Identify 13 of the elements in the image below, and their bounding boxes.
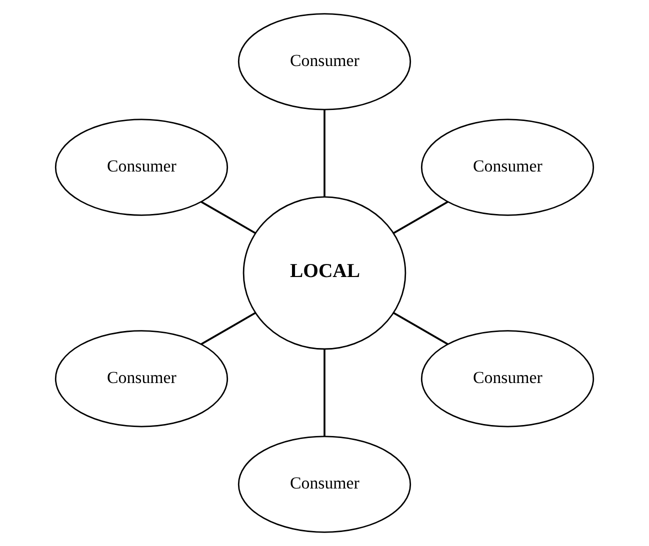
node-ellipse: Consumer [238,436,412,533]
node-ellipse: Consumer [420,330,594,428]
node-ellipse: Consumer [54,118,228,216]
node-ellipse: Consumer [420,118,594,216]
connector [393,312,448,345]
node-circle: LOCAL [242,196,406,350]
connector [200,201,256,234]
node-ellipse: Consumer [54,330,228,428]
connector [324,349,326,436]
connector [324,110,326,197]
connector [200,312,256,345]
connector [393,201,448,234]
node-ellipse: Consumer [238,13,412,110]
